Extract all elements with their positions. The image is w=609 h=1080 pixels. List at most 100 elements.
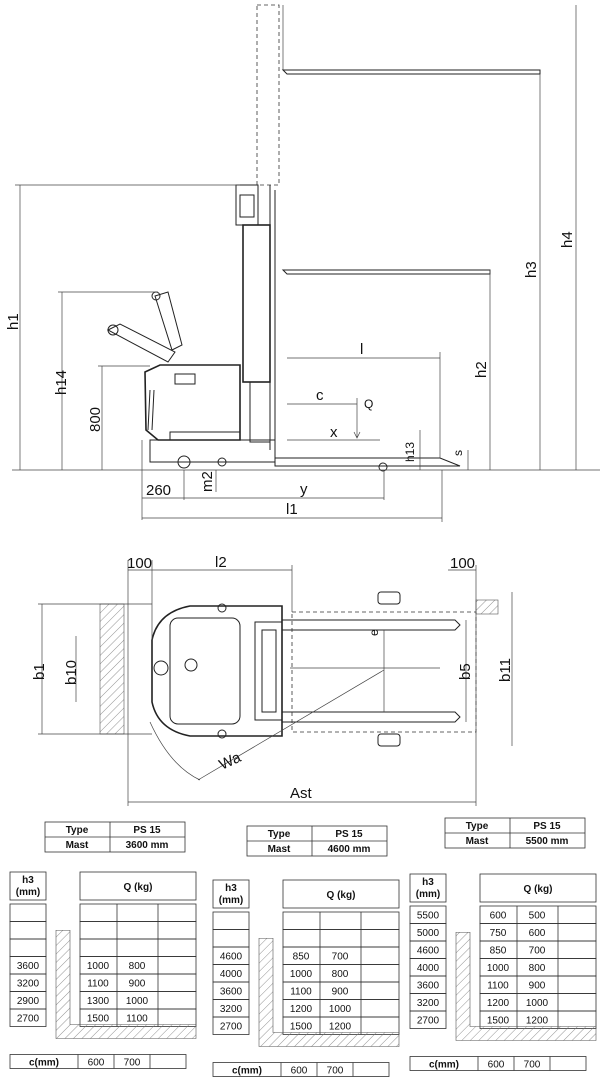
q-value-c2: 800 bbox=[529, 963, 546, 974]
q-value-c2: 600 bbox=[529, 928, 546, 939]
load-arrow bbox=[353, 398, 361, 439]
load-wheel-top bbox=[377, 591, 401, 605]
q-value-c2: 700 bbox=[332, 952, 349, 963]
h1-label: h1 bbox=[5, 313, 22, 330]
fork-bracket bbox=[258, 937, 400, 1047]
h3-label: h3 bbox=[523, 261, 540, 278]
q-value-c2: 900 bbox=[129, 979, 146, 990]
mast-lower bbox=[249, 381, 271, 443]
load-wheel bbox=[378, 462, 388, 472]
type-value: PS 15 bbox=[533, 821, 561, 832]
d100-left-label: 100 bbox=[127, 555, 152, 572]
fork-top-lower bbox=[282, 711, 461, 723]
driver-compartment bbox=[169, 617, 241, 725]
load-outline bbox=[291, 611, 477, 733]
wa-label: Wa bbox=[217, 749, 245, 774]
b5-label: b5 bbox=[457, 663, 474, 680]
q-value-c1: 1100 bbox=[87, 979, 109, 990]
carriage bbox=[235, 184, 259, 226]
mast-label: Mast bbox=[268, 844, 291, 855]
q-value-c1: 1000 bbox=[487, 963, 510, 974]
q-value-c1: 1200 bbox=[290, 1004, 313, 1015]
load-wheel-bottom bbox=[377, 733, 401, 747]
b11-label: b11 bbox=[497, 658, 514, 682]
m2-label: m2 bbox=[199, 471, 216, 492]
h3-value: 2700 bbox=[17, 1014, 40, 1025]
mast-value: 5500 mm bbox=[526, 836, 569, 847]
wa-radius-line bbox=[197, 669, 385, 781]
h3-value: 4600 bbox=[220, 952, 243, 963]
h3-value: 3200 bbox=[417, 998, 440, 1009]
body-panel bbox=[147, 389, 155, 431]
q-value-c1: 850 bbox=[490, 946, 507, 957]
h3-value: 4000 bbox=[417, 963, 440, 974]
h13-label: h13 bbox=[403, 442, 417, 462]
h3-value: 2700 bbox=[417, 1016, 440, 1027]
h3-value: 5500 bbox=[417, 911, 440, 922]
body-label-plate bbox=[174, 373, 196, 385]
truck-body bbox=[144, 364, 241, 441]
mast-extension-outline bbox=[256, 4, 280, 186]
h3-value: 3200 bbox=[17, 979, 40, 990]
q-label: Q bbox=[364, 397, 373, 411]
fork-lowered bbox=[274, 457, 461, 467]
h3-value: 4600 bbox=[417, 946, 440, 957]
fork-top-upper bbox=[282, 619, 461, 631]
type-label: Type bbox=[268, 829, 291, 840]
b10-label: b10 bbox=[63, 660, 80, 685]
c-value-1: 600 bbox=[88, 1058, 105, 1069]
q-value-c1: 1500 bbox=[87, 1014, 110, 1025]
q-value-c1: 1300 bbox=[87, 996, 110, 1007]
q-value-c2: 1200 bbox=[526, 1016, 549, 1027]
c-value-2: 700 bbox=[124, 1058, 141, 1069]
c-label: c(mm) bbox=[29, 1058, 59, 1069]
type-value: PS 15 bbox=[133, 825, 161, 836]
y-label: y bbox=[300, 481, 308, 498]
mast-label: Mast bbox=[466, 836, 489, 847]
q-value-c1: 1500 bbox=[487, 1016, 510, 1027]
h3-header: h3 bbox=[422, 877, 434, 888]
ast-label: Ast bbox=[290, 785, 313, 802]
q-header: Q (kg) bbox=[524, 884, 553, 895]
l-label: l bbox=[360, 341, 363, 358]
support-wheel bbox=[217, 457, 227, 467]
h3-value: 3600 bbox=[220, 987, 243, 998]
q-value-c1: 600 bbox=[490, 911, 507, 922]
h14-label: h14 bbox=[53, 370, 70, 395]
s-label: s bbox=[451, 450, 465, 456]
type-label: Type bbox=[66, 825, 89, 836]
h3-value: 2700 bbox=[220, 1022, 243, 1033]
q-value-c1: 1500 bbox=[290, 1022, 313, 1033]
h3-value: 3600 bbox=[17, 961, 40, 972]
h4-label: h4 bbox=[559, 231, 576, 248]
c-label: c bbox=[316, 387, 324, 404]
tiller-handle-down bbox=[107, 324, 119, 336]
drive-wheel bbox=[177, 455, 191, 469]
turning-arc bbox=[149, 721, 201, 781]
platform-base bbox=[149, 439, 276, 463]
h3-value: 4000 bbox=[220, 969, 243, 980]
fork-raised-middle bbox=[281, 269, 491, 275]
q-value-c2: 1100 bbox=[126, 1014, 148, 1025]
tiller-head-top bbox=[153, 660, 169, 676]
c-value-1: 600 bbox=[488, 1060, 505, 1071]
q-value-c2: 900 bbox=[332, 987, 349, 998]
fork-bracket bbox=[455, 931, 597, 1041]
h3-unit: (mm) bbox=[416, 889, 440, 900]
e-label: e bbox=[367, 629, 381, 636]
b1-label: b1 bbox=[31, 663, 48, 680]
h3-value: 3600 bbox=[417, 981, 440, 992]
steering-top bbox=[184, 658, 198, 672]
q-value-c1: 850 bbox=[293, 952, 310, 963]
q-value-c1: 1000 bbox=[290, 969, 313, 980]
h2-label: h2 bbox=[473, 361, 490, 378]
carriage-detail bbox=[239, 194, 255, 218]
c-value-2: 700 bbox=[524, 1060, 541, 1071]
type-label: Type bbox=[466, 821, 489, 832]
q-value-c1: 1200 bbox=[487, 998, 510, 1009]
type-value: PS 15 bbox=[335, 829, 363, 840]
c-value-1: 600 bbox=[291, 1066, 308, 1077]
mast-top bbox=[254, 621, 283, 721]
